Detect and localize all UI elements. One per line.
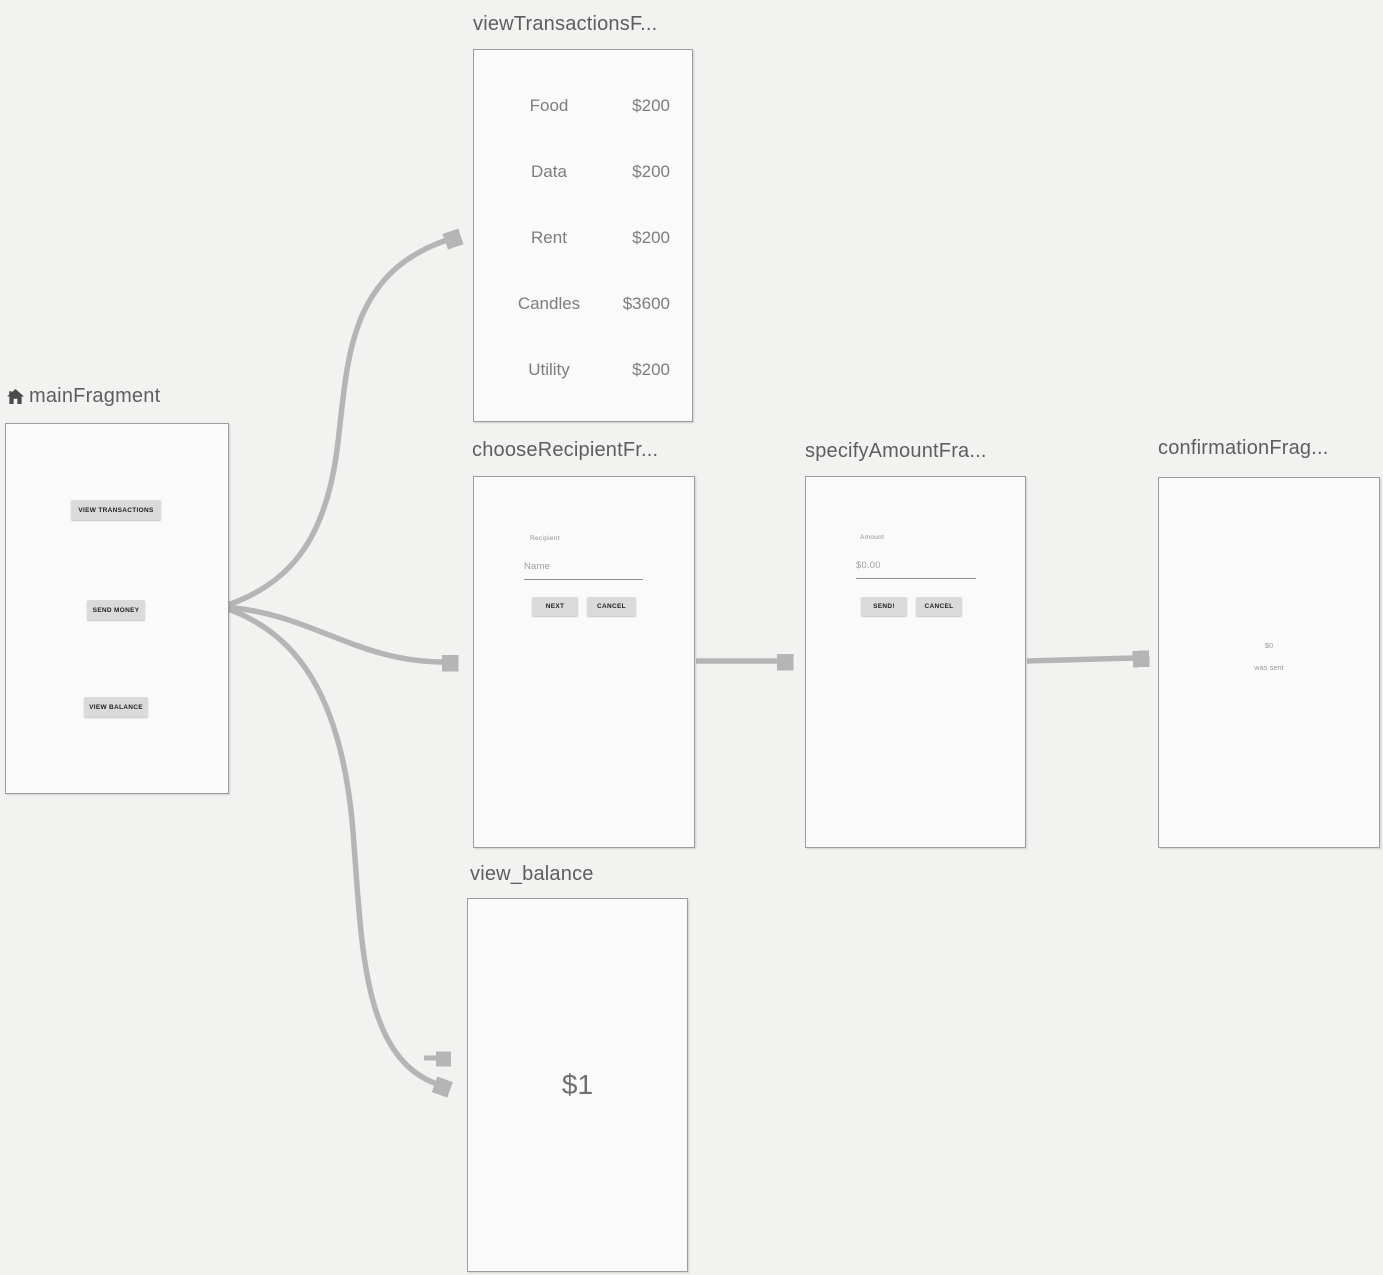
preview-cancel-button: CANCEL (587, 597, 636, 616)
fragment-title-main-label: mainFragment (29, 385, 161, 407)
transaction-label: Food (529, 96, 569, 115)
fragment-title-confirmation[interactable]: confirmationFrag... (1158, 437, 1329, 460)
transaction-amount: $200 (632, 360, 670, 379)
preview-recipient-name-hint: Name (524, 561, 551, 572)
preview-send-money-button: SEND MONEY (87, 600, 145, 620)
fragment-title-view-balance-label: view_balance (470, 863, 594, 885)
preview-next-button: NEXT (532, 597, 578, 616)
preview-confirmation-message: was sent (1254, 663, 1284, 672)
transaction-amount: $3600 (622, 294, 670, 313)
fragment-title-main[interactable]: mainFragment (6, 385, 160, 408)
transaction-label: Candles (517, 294, 581, 313)
fragment-view-balance[interactable]: $1 (467, 898, 688, 1272)
fragment-main[interactable]: VIEW TRANSACTIONS SEND MONEY VIEW BALANC… (5, 423, 229, 794)
preview-view-transactions-button: VIEW TRANSACTIONS (71, 500, 161, 520)
preview-recipient-field-underline (524, 579, 643, 581)
fragment-title-view-transactions-label: viewTransactionsF... (473, 13, 658, 35)
action-specify-amount-to-confirmation[interactable] (1026, 658, 1135, 661)
preview-amount-hint: $0.00 (856, 560, 881, 571)
fragment-title-choose-recipient-label: chooseRecipientFr... (472, 439, 659, 461)
preview-amount-field-label: Amount (860, 534, 885, 541)
transaction-row: Data $200 (474, 161, 692, 183)
fragment-title-specify-amount-label: specifyAmountFra... (805, 440, 987, 462)
preview-cancel-button: CANCEL (916, 597, 962, 616)
fragment-title-specify-amount[interactable]: specifyAmountFra... (805, 440, 987, 463)
transaction-label: Rent (531, 228, 567, 247)
preview-confirmation-amount: $0 (1264, 641, 1274, 650)
fragment-specify-amount[interactable]: Amount $0.00 SEND! CANCEL (805, 476, 1026, 848)
transaction-label: Utility (528, 360, 570, 379)
transaction-label: Data (531, 162, 567, 181)
action-main-to-choose-recipient[interactable] (221, 604, 444, 662)
fragment-title-view-transactions[interactable]: viewTransactionsF... (473, 13, 657, 36)
fragment-confirmation[interactable]: $0 was sent (1158, 477, 1380, 848)
fragment-title-view-balance[interactable]: view_balance (470, 863, 594, 886)
preview-amount-field-underline (856, 578, 976, 580)
preview-view-balance-button: VIEW BALANCE (84, 697, 148, 717)
preview-balance-value: $1 (561, 1069, 594, 1100)
transaction-row: Candles $3600 (474, 293, 692, 315)
fragment-view-transactions[interactable]: Food $200 Data $200 Rent $200 Candles $3… (473, 49, 693, 422)
preview-send-button: SEND! (861, 597, 907, 616)
transaction-row: Food $200 (474, 95, 692, 117)
transaction-amount: $200 (632, 96, 670, 115)
transaction-row: Rent $200 (474, 227, 692, 249)
transaction-amount: $200 (632, 162, 670, 181)
preview-recipient-field-label: Recipient (530, 535, 560, 542)
transaction-row: Utility $200 (474, 359, 692, 381)
transaction-amount: $200 (632, 228, 670, 247)
fragment-title-confirmation-label: confirmationFrag... (1158, 437, 1329, 459)
action-main-to-view-transactions[interactable] (221, 240, 447, 610)
fragment-choose-recipient[interactable]: Recipient Name NEXT CANCEL (473, 476, 695, 848)
fragment-title-choose-recipient[interactable]: chooseRecipientFr... (472, 439, 658, 462)
action-main-to-view-balance[interactable] (221, 604, 437, 1084)
home-icon (7, 388, 24, 404)
